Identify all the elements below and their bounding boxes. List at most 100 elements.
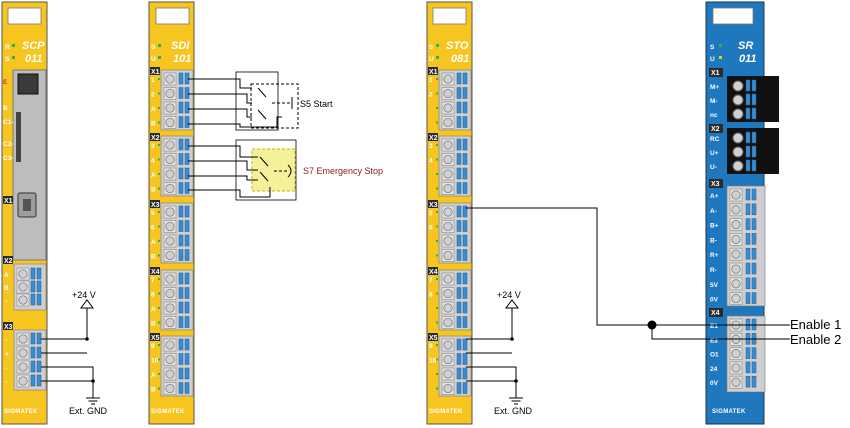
screw-terminal[interactable] bbox=[441, 316, 455, 329]
screw-terminal[interactable] bbox=[163, 367, 177, 381]
screw-terminal[interactable] bbox=[441, 87, 455, 100]
screw-terminal[interactable] bbox=[163, 72, 177, 86]
screw-terminal[interactable] bbox=[732, 108, 744, 120]
scp-title: SCP bbox=[22, 40, 45, 52]
led-green bbox=[158, 240, 160, 242]
sdi-label-window bbox=[155, 7, 190, 25]
scp-reset-button[interactable] bbox=[17, 73, 39, 95]
screw-terminal[interactable] bbox=[729, 347, 743, 360]
screw-terminal[interactable] bbox=[163, 116, 177, 129]
scp-x3-pin: - bbox=[5, 337, 7, 344]
screw-terminal[interactable] bbox=[732, 160, 744, 172]
screw-terminal[interactable] bbox=[163, 87, 177, 100]
module-scp: SCP 011 R S E B C1- C2- C3- X1 X2 A B - … bbox=[1, 1, 48, 425]
screw-terminal[interactable] bbox=[163, 249, 177, 262]
screw-terminal[interactable] bbox=[441, 116, 455, 129]
screw-terminal[interactable] bbox=[729, 188, 743, 202]
screw-terminal[interactable] bbox=[729, 292, 743, 305]
screw-terminal[interactable] bbox=[729, 218, 743, 231]
screw-terminal[interactable] bbox=[732, 146, 744, 158]
x-label-box bbox=[150, 267, 160, 275]
block-label: X3 bbox=[711, 181, 720, 188]
screw-terminal[interactable] bbox=[729, 361, 743, 375]
screw-terminal[interactable] bbox=[732, 132, 744, 144]
screw-terminal[interactable] bbox=[729, 247, 743, 261]
x-label-box bbox=[428, 67, 438, 75]
pin-label: R- bbox=[710, 267, 717, 274]
led-green bbox=[158, 373, 160, 375]
screw-terminal[interactable] bbox=[732, 94, 744, 106]
screw-terminal[interactable] bbox=[163, 287, 177, 300]
gnd-label: Ext. GND bbox=[69, 406, 108, 416]
screw-terminal[interactable] bbox=[163, 272, 177, 286]
screw-terminal[interactable] bbox=[729, 262, 743, 276]
screw-terminal[interactable] bbox=[441, 234, 455, 248]
screw-terminal[interactable] bbox=[729, 277, 743, 291]
screw-terminal[interactable] bbox=[441, 205, 455, 219]
led-green bbox=[436, 187, 438, 190]
led-green bbox=[158, 292, 160, 295]
screw-terminal[interactable] bbox=[441, 353, 455, 366]
screw-terminal[interactable] bbox=[163, 382, 177, 395]
screw-terminal[interactable] bbox=[441, 101, 455, 115]
x-label-box bbox=[709, 68, 723, 77]
led-green bbox=[436, 321, 438, 324]
screw-terminal[interactable] bbox=[441, 220, 455, 233]
block-label: X4 bbox=[151, 269, 160, 276]
pin-label: R+ bbox=[710, 252, 719, 259]
screw-terminal[interactable] bbox=[441, 382, 455, 395]
led-green bbox=[158, 254, 160, 257]
screw-terminal[interactable] bbox=[441, 338, 455, 352]
screw-terminal[interactable] bbox=[441, 167, 455, 181]
pin-label: 24 bbox=[710, 366, 718, 373]
x-label-box bbox=[428, 200, 438, 208]
screw-terminal[interactable] bbox=[163, 234, 177, 248]
x-label-box bbox=[709, 179, 723, 188]
screw-terminal[interactable] bbox=[163, 220, 177, 233]
pin-label: M- bbox=[710, 98, 718, 105]
screw-terminal[interactable] bbox=[163, 153, 177, 166]
screw-terminal[interactable] bbox=[441, 138, 455, 152]
screw-terminal[interactable] bbox=[163, 316, 177, 329]
screw-terminal[interactable] bbox=[163, 138, 177, 152]
sto-supply-wiring bbox=[466, 299, 519, 398]
pin-label: 4 bbox=[151, 158, 155, 165]
scp-supply-wiring bbox=[41, 299, 94, 398]
screw-terminal[interactable] bbox=[163, 101, 177, 115]
pin-label: 9 bbox=[151, 343, 155, 350]
screw-terminal[interactable] bbox=[441, 182, 455, 195]
x-label-box bbox=[709, 308, 723, 317]
module-sr: SR 011 S U X1M+M-ncX2RCU+U-X3A+A-B+B-R+R… bbox=[705, 1, 779, 425]
screw-terminal[interactable] bbox=[441, 272, 455, 286]
screw-terminal[interactable] bbox=[163, 301, 177, 315]
screw-terminal[interactable] bbox=[163, 205, 177, 219]
pin-label: O1 bbox=[710, 352, 719, 359]
screw-terminal[interactable] bbox=[163, 338, 177, 352]
scp-pin-c3: C3- bbox=[3, 155, 13, 162]
led-green bbox=[12, 44, 15, 47]
screw-terminal[interactable] bbox=[441, 249, 455, 262]
scp-x2-label: X2 bbox=[4, 258, 13, 265]
screw-terminal[interactable] bbox=[441, 301, 455, 315]
screw-terminal[interactable] bbox=[732, 80, 744, 92]
screw-terminal[interactable] bbox=[163, 353, 177, 366]
led-green bbox=[436, 307, 438, 309]
block-label: X3 bbox=[429, 202, 438, 209]
sdi-title: SDI bbox=[171, 40, 190, 52]
screw-terminal[interactable] bbox=[441, 72, 455, 86]
screw-terminal[interactable] bbox=[441, 153, 455, 166]
screw-terminal[interactable] bbox=[729, 233, 743, 246]
screw-terminal[interactable] bbox=[729, 203, 743, 217]
scp-brand: SIGMATEK bbox=[4, 409, 38, 415]
sto-label-window bbox=[432, 7, 467, 25]
screw-terminal[interactable] bbox=[441, 287, 455, 300]
led-green bbox=[436, 292, 438, 295]
screw-terminal[interactable] bbox=[163, 182, 177, 195]
screw-terminal[interactable] bbox=[441, 367, 455, 381]
led-green bbox=[158, 144, 160, 146]
x-label-box bbox=[3, 196, 13, 204]
scp-x2-pin: - bbox=[5, 298, 7, 305]
pin-label: 2 bbox=[429, 92, 433, 99]
screw-terminal[interactable] bbox=[163, 167, 177, 181]
screw-terminal[interactable] bbox=[729, 375, 743, 389]
